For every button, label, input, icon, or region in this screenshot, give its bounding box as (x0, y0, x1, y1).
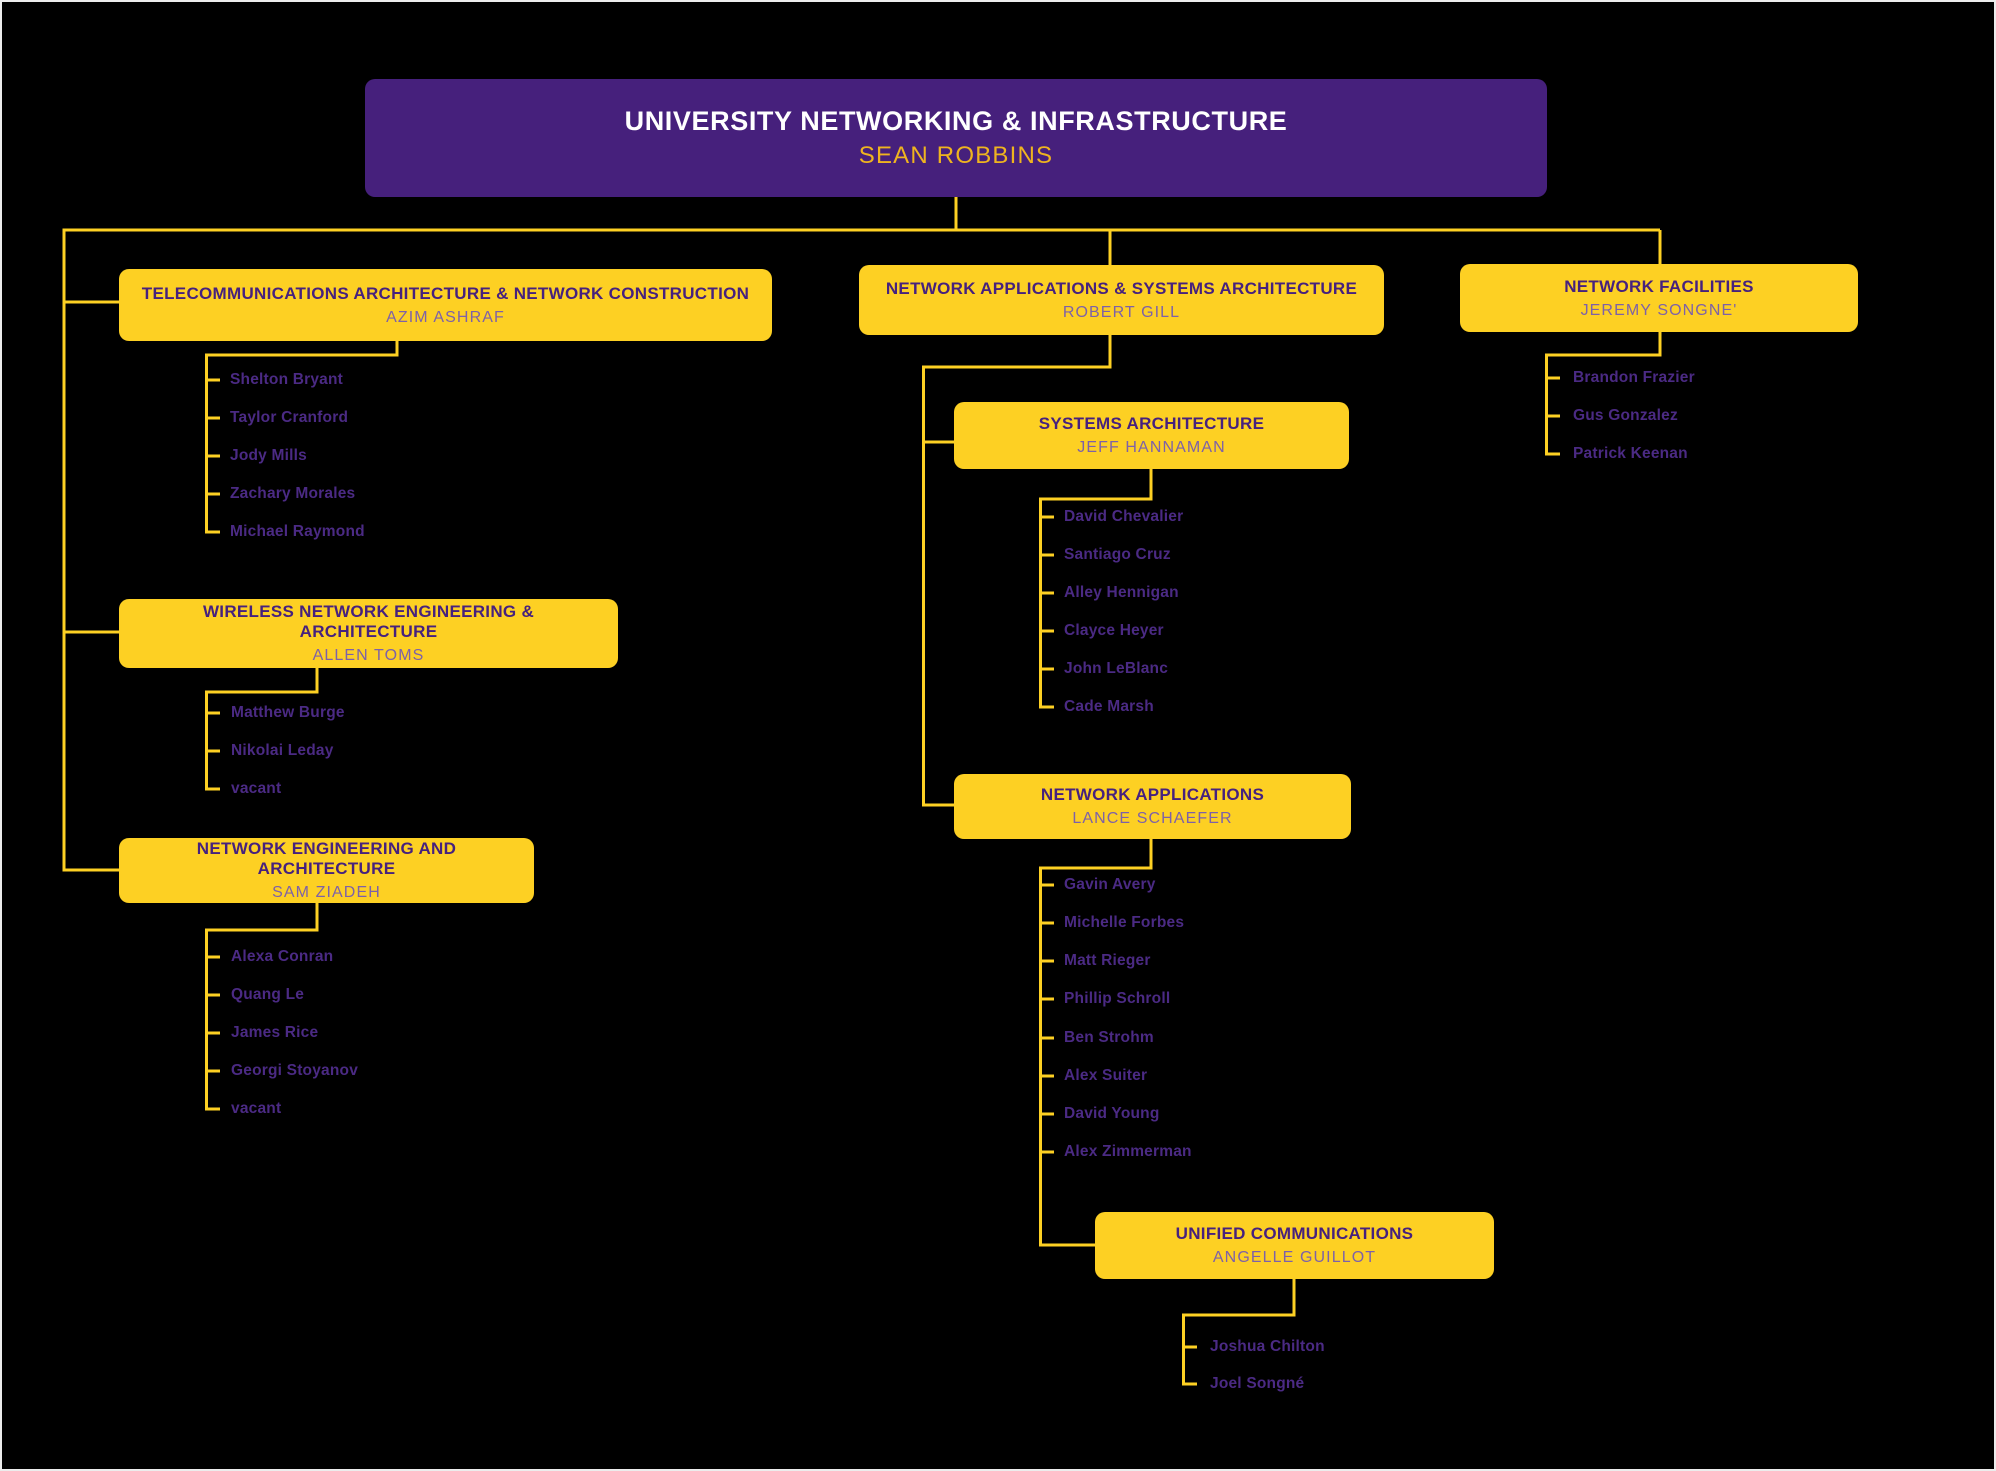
employee-name: Patrick Keenan (1573, 445, 1688, 462)
employee-name: James Rice (231, 1024, 319, 1041)
employee-name: Zachary Morales (230, 485, 356, 502)
dept-box-netapps: NETWORK APPLICATIONS LANCE SCHAEFER (954, 774, 1351, 839)
employee-name: Matt Rieger (1064, 952, 1151, 969)
dept-title: SYSTEMS ARCHITECTURE (1038, 414, 1265, 433)
dept-box-sysarch: SYSTEMS ARCHITECTURE JEFF HANNAMAN (954, 402, 1349, 469)
dept-title: WIRELESS NETWORK ENGINEERING & ARCHITECT… (202, 602, 535, 641)
employee-name: Alexa Conran (231, 948, 334, 965)
employee-name: Clayce Heyer (1064, 622, 1164, 639)
root-box: UNIVERSITY NETWORKING & INFRASTRUCTURE S… (365, 79, 1547, 197)
dept-box-neteng: NETWORK ENGINEERING AND ARCHITECTURE SAM… (119, 838, 534, 903)
employee-name: Jody Mills (230, 447, 307, 464)
dept-title: UNIFIED COMMUNICATIONS (1175, 1224, 1414, 1243)
dept-box-telecom: TELECOMMUNICATIONS ARCHITECTURE & NETWOR… (119, 269, 772, 341)
employee-name: Shelton Bryant (230, 371, 344, 388)
employee-name: Joshua Chilton (1210, 1338, 1325, 1355)
employee-name: John LeBlanc (1064, 660, 1169, 677)
employee-name: Michael Raymond (230, 523, 365, 540)
dept-manager: ANGELLE GUILLOT (1212, 1249, 1377, 1266)
employee-name: David Chevalier (1064, 508, 1184, 525)
dept-manager: ROBERT GILL (1062, 303, 1181, 321)
dept-title: TELECOMMUNICATIONS ARCHITECTURE & NETWOR… (141, 283, 750, 303)
employee-name: Nikolai Leday (231, 742, 334, 759)
dept-title: NETWORK APPLICATIONS (1040, 785, 1265, 804)
dept-box-netapps-sys: NETWORK APPLICATIONS & SYSTEMS ARCHITECT… (859, 265, 1384, 335)
dept-box-unified: UNIFIED COMMUNICATIONS ANGELLE GUILLOT (1095, 1212, 1494, 1279)
dept-title: NETWORK APPLICATIONS & SYSTEMS ARCHITECT… (885, 278, 1358, 298)
dept-manager: ALLEN TOMS (312, 647, 425, 664)
connector-wireless-children (205, 668, 319, 789)
employee-name: Phillip Schroll (1064, 990, 1171, 1007)
connector-neteng-children (205, 903, 319, 1109)
root-title: UNIVERSITY NETWORKING & INFRASTRUCTURE (624, 106, 1288, 136)
employee-name: vacant (231, 780, 282, 797)
connector-facilities-children (1545, 332, 1662, 454)
employee-name: Taylor Cranford (230, 409, 349, 426)
connector-unified-children (1182, 1279, 1296, 1384)
dept-manager: JEFF HANNAMAN (1077, 439, 1226, 456)
dept-manager: AZIM ASHRAF (386, 308, 505, 326)
employee-name: Gavin Avery (1064, 876, 1156, 893)
employee-name: David Young (1064, 1105, 1160, 1122)
employee-name: Matthew Burge (231, 704, 345, 721)
employee-name: Joel Songné (1210, 1375, 1305, 1392)
connector-gill-rail (922, 335, 1112, 807)
employee-name: Alex Suiter (1064, 1067, 1148, 1084)
dept-title: NETWORK FACILITIES (1564, 276, 1754, 296)
employee-name: Cade Marsh (1064, 698, 1154, 715)
employee-name: Quang Le (231, 986, 305, 1003)
connector-telecom-children (205, 341, 399, 532)
dept-manager: LANCE SCHAEFER (1072, 810, 1233, 827)
dept-manager: SAM ZIADEH (272, 884, 381, 901)
dept-manager: JEREMY SONGNE' (1580, 301, 1738, 319)
dept-title: NETWORK ENGINEERING AND ARCHITECTURE (196, 839, 457, 878)
dept-box-wireless: WIRELESS NETWORK ENGINEERING & ARCHITECT… (119, 599, 618, 668)
employee-name: Santiago Cruz (1064, 546, 1171, 563)
dept-box-facilities: NETWORK FACILITIES JEREMY SONGNE' (1460, 264, 1858, 332)
employee-name: Alex Zimmerman (1064, 1143, 1192, 1160)
employee-name: vacant (231, 1100, 282, 1117)
connector-sysarch-children (1039, 469, 1153, 707)
employee-name: Brandon Frazier (1573, 369, 1695, 386)
connector-netapps-children (1039, 839, 1153, 1247)
connector-left-rail (62, 230, 119, 872)
root-manager: SEAN ROBBINS (858, 142, 1054, 169)
employee-name: Ben Strohm (1064, 1029, 1154, 1046)
employee-name: Georgi Stoyanov (231, 1062, 359, 1079)
employee-name: Michelle Forbes (1064, 914, 1185, 931)
employee-name: Gus Gonzalez (1573, 407, 1678, 424)
employee-name: Alley Hennigan (1064, 584, 1179, 601)
